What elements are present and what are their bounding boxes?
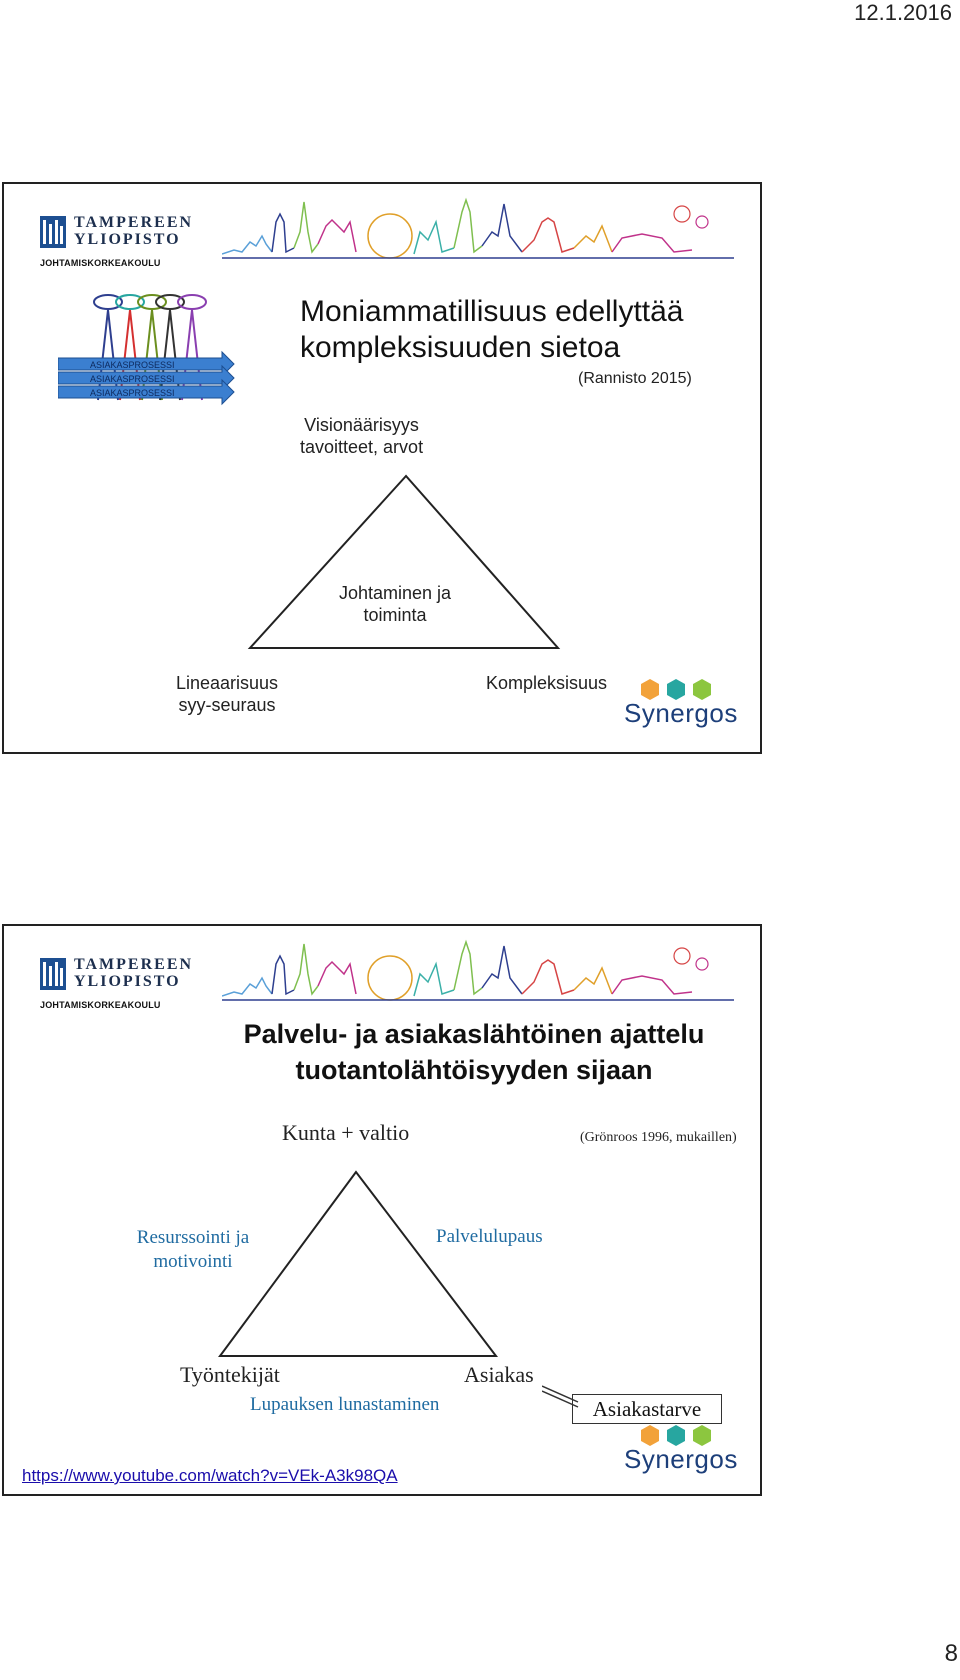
university-logo: TAMPEREEN YLIOPISTO JOHTAMISKORKEAKOULU bbox=[40, 956, 194, 1014]
slide-2-title: Palvelu- ja asiakaslähtöinen ajattelu tu… bbox=[243, 1019, 705, 1085]
slide-1-source: (Rannisto 2015) bbox=[578, 370, 692, 387]
process-arrow-label: ASIAKASPROSESSI bbox=[90, 360, 175, 370]
process-arrow-label: ASIAKASPROSESSI bbox=[90, 374, 175, 384]
city-skyline-banner bbox=[222, 197, 734, 259]
triangle-shape bbox=[218, 1170, 499, 1357]
university-emblem-icon bbox=[40, 958, 66, 990]
university-name: TAMPEREEN YLIOPISTO bbox=[74, 214, 194, 248]
triangle-bottom-edge-label: Lupauksen lunastaminen bbox=[250, 1394, 440, 1415]
hexagon-icon bbox=[641, 1425, 711, 1446]
slide-1: TAMPEREEN YLIOPISTO JOHTAMISKORKEAKOULU bbox=[2, 182, 762, 754]
hexagon-icon bbox=[641, 679, 711, 700]
process-arrow-label: ASIAKASPROSESSI bbox=[90, 388, 175, 398]
triangle-bottom-right-label: Asiakas bbox=[464, 1362, 534, 1387]
triangle-right-edge-label: Palvelulupaus bbox=[436, 1226, 543, 1247]
synergos-wordmark: Synergos bbox=[624, 698, 738, 728]
university-logo: TAMPEREEN YLIOPISTO JOHTAMISKORKEAKOULU bbox=[40, 214, 194, 272]
triangle-bottom-left-label: Työntekijät bbox=[180, 1362, 280, 1387]
slide-2: TAMPEREEN YLIOPISTO JOHTAMISKORKEAKOULU … bbox=[2, 924, 762, 1496]
synergos-wordmark: Synergos bbox=[624, 1444, 738, 1474]
customer-need-box: Asiakastarve bbox=[572, 1394, 722, 1424]
triangle-top-label: Visionäärisyys tavoitteet, arvot bbox=[300, 415, 424, 457]
triangle-right-label: Kompleksisuus bbox=[486, 673, 608, 693]
triangle-left-edge-label: Resurssointi ja motivointi bbox=[136, 1227, 250, 1272]
school-name: JOHTAMISKORKEAKOULU bbox=[40, 258, 161, 268]
header-date: 12.1.2016 bbox=[854, 0, 952, 25]
triangle-left-label: Lineaarisuus syy-seuraus bbox=[175, 673, 279, 715]
slide-1-title: Moniammatillisuus edellyttää kompleksisu… bbox=[300, 295, 684, 364]
slide-2-source: (Grönroos 1996, mukaillen) bbox=[580, 1130, 737, 1145]
triangle-center-label: Johtaminen ja toiminta bbox=[338, 583, 452, 625]
triangle-shape bbox=[247, 474, 561, 649]
page-number: 8 bbox=[944, 1640, 958, 1667]
synergos-logo: Synergos bbox=[624, 678, 737, 738]
triangle-top-label: Kunta + valtio bbox=[282, 1120, 410, 1145]
university-emblem-icon bbox=[40, 216, 66, 248]
school-name: JOHTAMISKORKEAKOULU bbox=[40, 1000, 161, 1010]
university-name: TAMPEREEN YLIOPISTO bbox=[74, 956, 194, 990]
video-link[interactable]: https://www.youtube.com/watch?v=VEk-A3k9… bbox=[22, 1466, 398, 1485]
synergos-logo: Synergos bbox=[624, 1424, 737, 1484]
city-skyline-banner bbox=[222, 939, 734, 1001]
process-diagram: ASIAKASPROSESSI ASIAKASPROSESSI ASIAKASP… bbox=[58, 294, 235, 406]
